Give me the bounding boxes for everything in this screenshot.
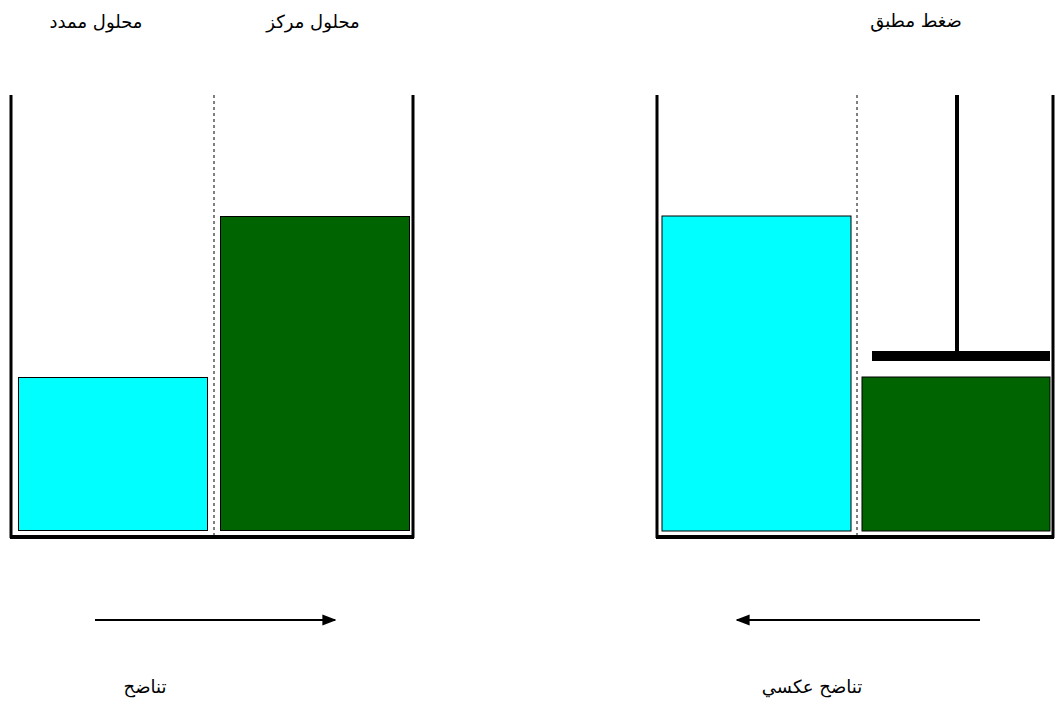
right-container: [656, 95, 1054, 538]
solution-label: محلول ممدد: [50, 11, 143, 33]
pressure-label: ضغط مطبق: [870, 10, 962, 32]
process-label: تناضح: [124, 676, 167, 698]
concentrated-solution: محلول مركز: [220, 216, 410, 531]
solution-label: محلول مركز: [266, 11, 359, 33]
process-label: تناضح عكسي: [762, 676, 862, 698]
concentrated-solution: [862, 377, 1050, 531]
left-container: [10, 95, 414, 538]
dilute-solution: [662, 216, 851, 531]
piston: [872, 95, 1050, 361]
dilute-solution: محلول ممدد: [18, 377, 208, 531]
reverse-osmosis-arrow: [737, 619, 980, 621]
osmosis-arrow: [95, 619, 335, 621]
